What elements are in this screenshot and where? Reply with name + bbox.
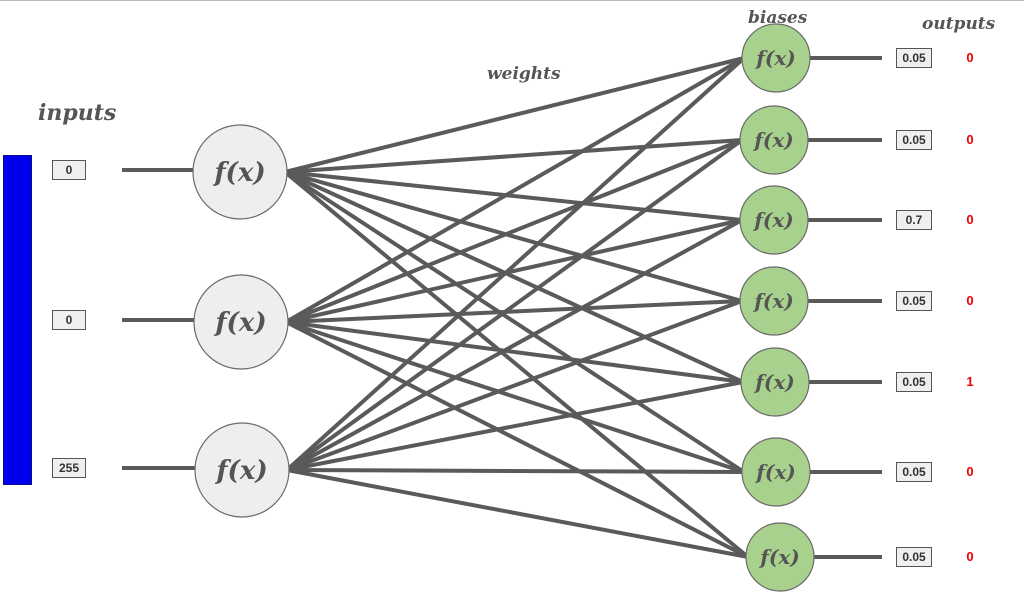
output-node-2 [739, 185, 809, 255]
output-node-label-1: f(x) [752, 128, 793, 152]
input-value-box-1: 0 [52, 310, 86, 330]
weight-line-0-6 [283, 170, 750, 559]
input-node-label-2: f(x) [214, 456, 267, 486]
weight-line-0-0 [283, 56, 746, 174]
output-node-0 [741, 23, 811, 93]
weight-line-1-6 [284, 320, 750, 559]
output-prediction-4: 1 [966, 374, 974, 389]
output-node-label-4: f(x) [753, 370, 794, 394]
output-prediction-0: 0 [966, 50, 974, 65]
output-score-box-2: 0.7 [896, 210, 932, 230]
weight-line-2-6 [285, 468, 750, 559]
output-node-1 [739, 105, 809, 175]
weight-line-2-1 [285, 138, 744, 472]
weight-line-1-4 [284, 320, 745, 384]
input-value-box-2: 255 [52, 458, 86, 478]
output-node-6 [745, 522, 815, 592]
output-prediction-6: 0 [966, 549, 974, 564]
weight-line-1-1 [284, 138, 744, 324]
inputs-title: inputs [38, 100, 117, 126]
output-node-label-2: f(x) [752, 208, 793, 232]
output-score-box-0: 0.05 [896, 48, 932, 68]
output-node-label-3: f(x) [752, 289, 793, 313]
top-border [0, 0, 1024, 1]
weight-line-2-2 [285, 218, 744, 472]
output-score-box-3: 0.05 [896, 291, 932, 311]
output-prediction-2: 0 [966, 212, 974, 227]
weight-line-2-4 [285, 380, 745, 472]
input-node-0 [192, 124, 288, 220]
weight-line-1-3 [284, 299, 744, 324]
weight-line-0-1 [283, 138, 744, 174]
weight-line-0-3 [283, 170, 744, 303]
output-score-box-4: 0.05 [896, 372, 932, 392]
output-node-label-5: f(x) [754, 460, 795, 484]
input-value-box-0: 0 [52, 160, 86, 180]
output-prediction-1: 0 [966, 132, 974, 147]
input-color-bar [3, 155, 32, 485]
weight-line-2-3 [285, 299, 744, 472]
input-node-2 [194, 422, 290, 518]
input-node-1 [193, 274, 289, 370]
weight-line-1-5 [284, 320, 746, 474]
input-node-label-1: f(x) [213, 308, 266, 338]
weight-line-2-0 [285, 56, 746, 472]
biases-title: biases [748, 8, 808, 28]
weight-line-0-2 [283, 170, 744, 222]
weight-line-0-4 [283, 170, 745, 384]
output-prediction-3: 0 [966, 293, 974, 308]
output-node-label-0: f(x) [754, 46, 795, 70]
input-node-label-0: f(x) [212, 158, 265, 188]
output-score-box-6: 0.05 [896, 547, 932, 567]
output-node-label-6: f(x) [758, 545, 799, 569]
weights-title: weights [487, 64, 561, 84]
output-node-3 [739, 266, 809, 336]
output-score-box-1: 0.05 [896, 130, 932, 150]
weight-line-0-5 [283, 170, 746, 474]
output-node-4 [740, 347, 810, 417]
weight-line-1-0 [284, 56, 746, 324]
weight-line-2-5 [285, 468, 746, 474]
output-node-5 [741, 437, 811, 507]
outputs-title: outputs [922, 14, 996, 34]
output-score-box-5: 0.05 [896, 462, 932, 482]
output-prediction-5: 0 [966, 464, 974, 479]
weight-line-1-2 [284, 218, 744, 324]
